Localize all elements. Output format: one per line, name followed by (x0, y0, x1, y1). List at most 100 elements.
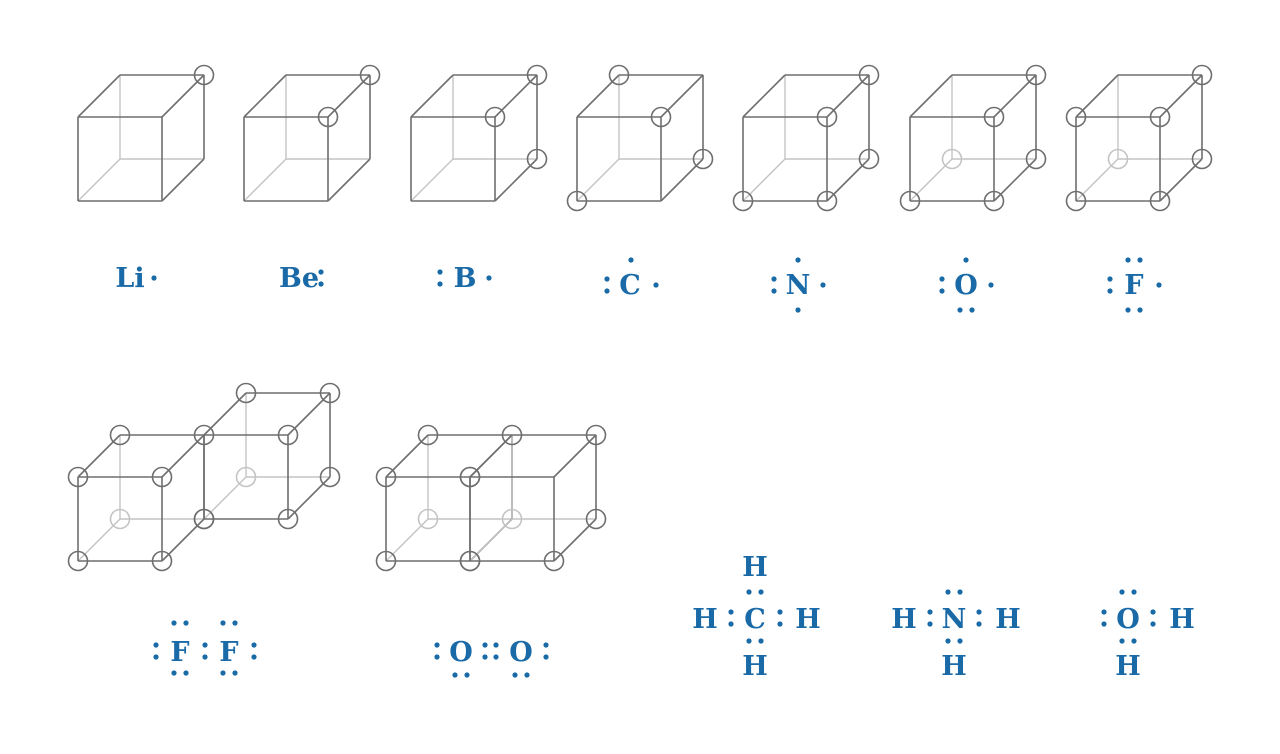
electron-dot (976, 609, 982, 615)
electron-vertex (67, 466, 89, 488)
electron-dot (183, 620, 189, 626)
lewis-symbol-C: C (619, 270, 641, 301)
ch4-hydrogen-right: H (795, 604, 821, 635)
electron-dot (945, 638, 951, 644)
nh3-nitrogen: N (942, 604, 967, 635)
electron-dot (318, 269, 324, 275)
electron-dot (746, 589, 752, 595)
electron-dot (318, 281, 324, 287)
electron-dot (653, 282, 659, 288)
electron-dot (939, 288, 945, 294)
ch4-carbon: C (744, 604, 766, 635)
atom-cube-F (1065, 64, 1213, 212)
electron-vertex (193, 64, 215, 86)
electron-dot (1156, 282, 1162, 288)
cube-edge (742, 74, 786, 118)
hidden-electron-vertex (417, 508, 439, 530)
electron-dot (251, 654, 257, 660)
electron-dot (758, 589, 764, 595)
electron-vertex (899, 190, 921, 212)
electron-vertex (526, 148, 548, 170)
ch4-hydrogen-bottom: H (742, 651, 768, 682)
electron-vertex (816, 190, 838, 212)
electron-vertex (983, 190, 1005, 212)
electron-dot (232, 670, 238, 676)
electron-vertex (585, 508, 607, 530)
cube-hidden-edge (243, 158, 287, 202)
ch4-hydrogen-left: H (692, 604, 718, 635)
electron-dot (232, 620, 238, 626)
lewis-F2-atom-1: F (170, 637, 189, 668)
electron-vertex (1149, 106, 1171, 128)
electron-dot (434, 642, 440, 648)
electron-vertex (151, 550, 173, 572)
electron-dot (957, 589, 963, 595)
f2-cube-right (193, 382, 341, 530)
electron-vertex (1191, 64, 1213, 86)
electron-dot (1137, 257, 1143, 263)
electron-dot (1107, 288, 1113, 294)
electron-dot (746, 638, 752, 644)
cube-edge (909, 74, 953, 118)
electron-vertex (319, 382, 341, 404)
electron-dot (486, 275, 492, 281)
electron-dot (988, 282, 994, 288)
electron-dot (543, 654, 549, 660)
atom-cube-C (566, 64, 714, 212)
electron-dot (795, 257, 801, 263)
electron-dot (493, 642, 499, 648)
electron-dot (153, 642, 159, 648)
electron-dot (939, 276, 945, 282)
atom-cube-N (732, 64, 880, 212)
electron-dot (777, 609, 783, 615)
electron-vertex (277, 424, 299, 446)
cube-edge (243, 74, 287, 118)
electron-dot (604, 288, 610, 294)
cube-edge (161, 158, 205, 202)
electron-vertex (566, 190, 588, 212)
electron-dot (771, 276, 777, 282)
h2o-oxygen: O (1116, 604, 1140, 635)
f2-cube-left (67, 424, 215, 572)
electron-vertex (235, 382, 257, 404)
electron-vertex (459, 466, 481, 488)
electron-dot (251, 642, 257, 648)
electron-vertex (858, 148, 880, 170)
electron-dot (452, 672, 458, 678)
electron-dot (151, 275, 157, 281)
electron-vertex (1025, 148, 1047, 170)
electron-vertex (608, 64, 630, 86)
electron-dot (220, 670, 226, 676)
electron-dot (1119, 589, 1125, 595)
electron-vertex (359, 64, 381, 86)
hidden-electron-vertex (235, 466, 257, 488)
electron-dot (1125, 257, 1131, 263)
electron-dot (482, 654, 488, 660)
electron-dot (1101, 621, 1107, 627)
electron-dot (969, 307, 975, 313)
electron-dot (927, 609, 933, 615)
electron-vertex (585, 424, 607, 446)
o2-cube-left (375, 424, 513, 572)
electron-dot (543, 642, 549, 648)
electron-vertex (317, 106, 339, 128)
lewis-symbol-Be: Be (279, 263, 319, 294)
electron-vertex (1191, 148, 1213, 170)
nh3-hydrogen-right: H (995, 604, 1021, 635)
atom-cube-B (410, 64, 548, 202)
electron-dot (758, 638, 764, 644)
electron-dot (1119, 638, 1125, 644)
hidden-electron-vertex (941, 148, 963, 170)
cube-hidden-edge (410, 158, 454, 202)
electron-dot (482, 642, 488, 648)
electron-vertex (109, 424, 131, 446)
electron-vertex (375, 466, 397, 488)
hidden-electron-vertex (109, 508, 131, 530)
lewis-symbol-B: B (454, 263, 477, 294)
lewis-O2-atom-1: O (449, 637, 473, 668)
electron-vertex (983, 106, 1005, 128)
electron-vertex (193, 424, 215, 446)
electron-dot (171, 670, 177, 676)
electron-vertex (417, 424, 439, 446)
